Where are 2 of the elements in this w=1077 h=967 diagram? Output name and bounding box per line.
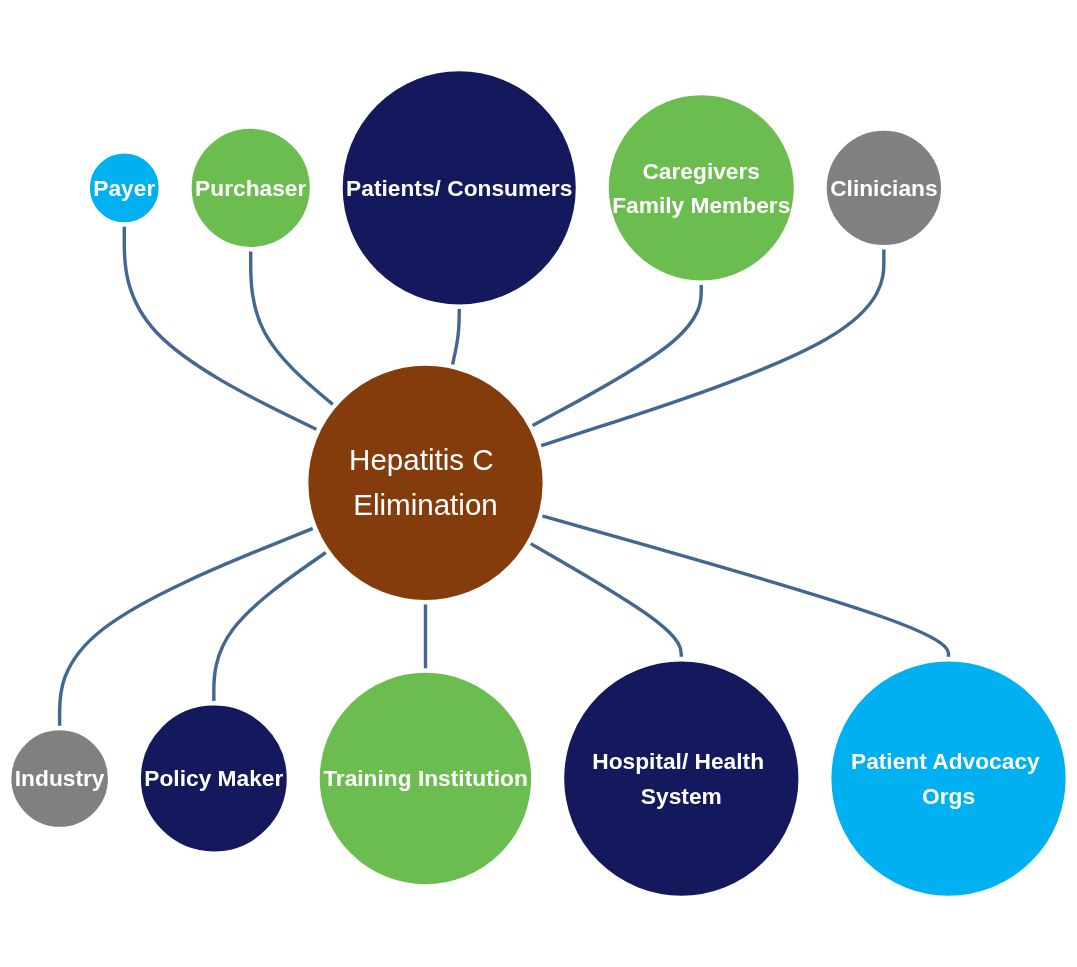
connector xyxy=(57,526,316,728)
connector xyxy=(249,249,336,408)
